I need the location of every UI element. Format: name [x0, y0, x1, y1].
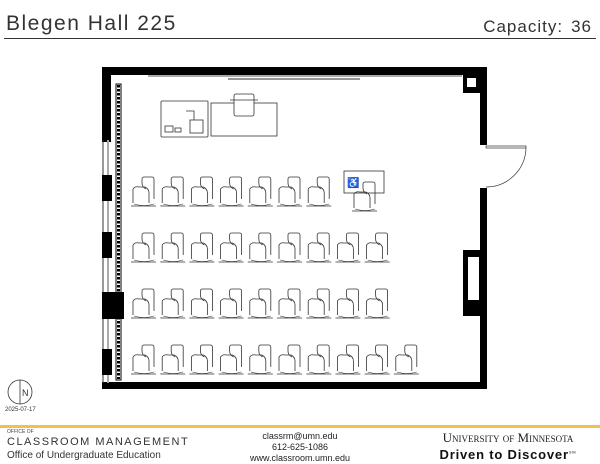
university-name: University of Minnesota — [442, 430, 574, 445]
tagline: Driven to DiscoverSM — [420, 447, 596, 462]
accessibility-icon: ♿ — [347, 176, 359, 189]
lectern — [233, 93, 255, 117]
plan-date: 2025-07-17 — [5, 407, 36, 413]
podium-equipment — [189, 119, 204, 134]
seat — [247, 344, 273, 375]
tagline-text: Driven to Discover — [439, 447, 569, 462]
seat — [189, 288, 215, 319]
instructor-desk — [160, 93, 278, 138]
seat — [277, 344, 302, 375]
pillar — [102, 175, 112, 201]
seat — [277, 176, 302, 207]
seat — [364, 344, 390, 375]
seat — [218, 288, 244, 319]
room-title: Blegen Hall 225 — [6, 12, 177, 35]
seat — [218, 232, 244, 263]
floor-plan: ♿ — [102, 67, 527, 389]
seat — [335, 344, 361, 375]
top-wall — [102, 67, 487, 75]
office-name: CLASSROOM MANAGEMENT — [7, 436, 190, 448]
seating — [131, 176, 419, 375]
seat — [160, 232, 186, 263]
right-wall-upper — [480, 67, 487, 145]
contact-email[interactable]: classrm@umn.edu — [262, 431, 338, 441]
seat — [364, 232, 390, 263]
left-window-wall — [102, 83, 124, 383]
pillar — [102, 349, 112, 375]
seat — [393, 344, 419, 375]
seat — [131, 232, 156, 263]
seat — [364, 288, 390, 319]
seat — [247, 232, 273, 263]
seat — [277, 232, 302, 263]
accessible-seat — [352, 181, 377, 212]
seat — [160, 288, 186, 319]
north-arrow: N — [6, 378, 34, 411]
contact-website[interactable]: www.classroom.umn.edu — [249, 453, 351, 463]
seat — [306, 288, 332, 319]
seat — [306, 232, 332, 263]
seat — [218, 344, 244, 375]
seat — [306, 176, 332, 207]
capacity-label: Capacity: — [483, 17, 564, 36]
seat — [189, 232, 215, 263]
door-swing — [485, 147, 527, 188]
seat — [160, 344, 186, 375]
bottom-wall — [102, 382, 487, 389]
contact-phone: 612-625-1086 — [271, 442, 329, 452]
north-label: N — [22, 388, 29, 398]
seat — [247, 288, 273, 319]
walls — [102, 67, 487, 389]
seat — [335, 288, 361, 319]
seat — [131, 176, 156, 207]
seat — [277, 288, 302, 319]
seat — [335, 232, 361, 263]
header-rule — [4, 38, 596, 39]
capacity: Capacity: 36 — [483, 17, 592, 37]
right-wall-lower — [480, 188, 487, 389]
footer-accent-bar — [0, 425, 600, 428]
seat — [131, 344, 156, 375]
capacity-value: 36 — [571, 17, 592, 36]
seat — [189, 344, 215, 375]
seat — [247, 176, 273, 207]
office-parent: Office of Undergraduate Education — [7, 450, 161, 461]
seat — [306, 344, 332, 375]
office-of-label: OFFICE OF — [7, 429, 34, 435]
pillar — [102, 232, 112, 258]
door[interactable] — [485, 145, 527, 188]
seat — [131, 288, 156, 319]
seat — [189, 176, 215, 207]
seat — [160, 176, 186, 207]
seat — [218, 176, 244, 207]
left-wall-upper — [102, 67, 111, 142]
service-mark: SM — [568, 449, 577, 455]
